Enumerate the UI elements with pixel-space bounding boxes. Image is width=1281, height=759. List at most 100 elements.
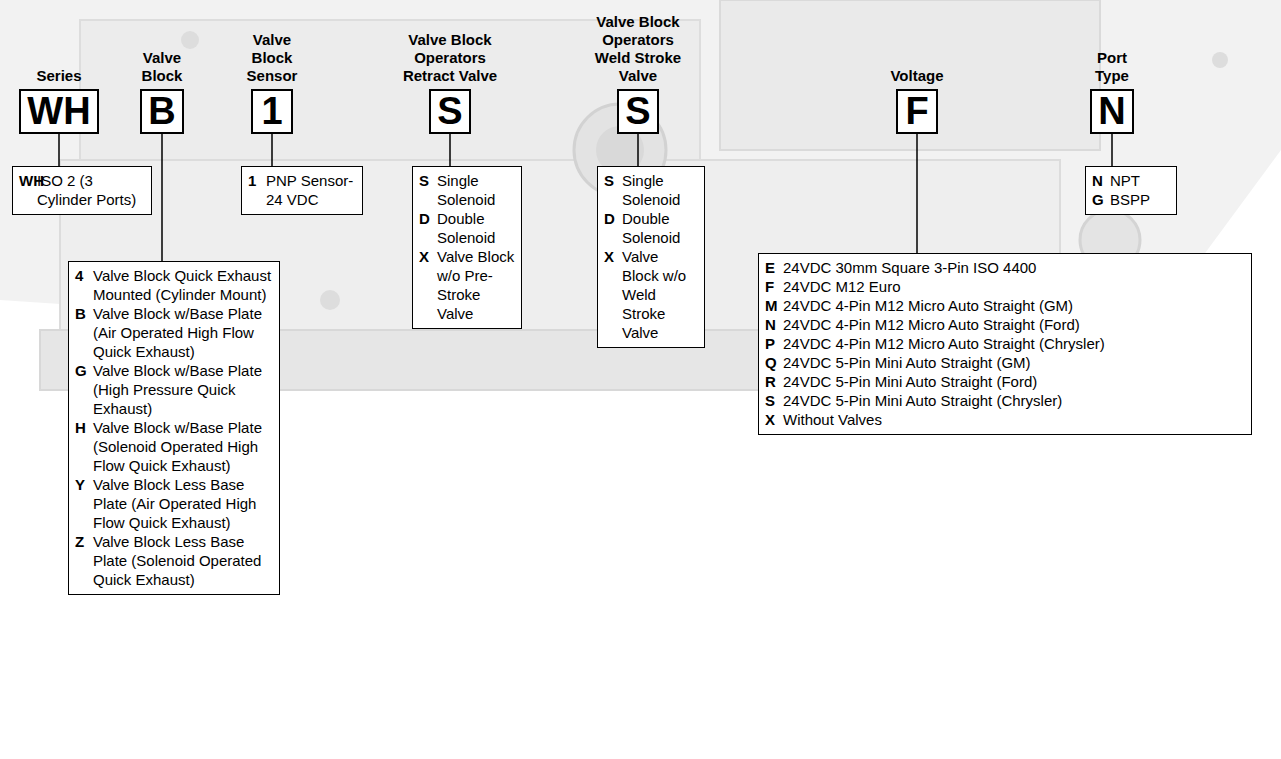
option-code: M <box>765 296 783 315</box>
option-description: Single Solenoid <box>437 171 515 209</box>
option-row: HValve Block w/Base Plate (Solenoid Oper… <box>75 418 273 475</box>
option-row: SSingle Solenoid <box>419 171 515 209</box>
leader-line <box>58 134 60 166</box>
code-box: SeriesWH <box>19 89 99 134</box>
option-row: Q24VDC 5-Pin Mini Auto Straight (GM) <box>765 353 1245 372</box>
option-code: 1 <box>248 171 266 209</box>
option-row: XValve Block w/o Pre-Stroke Valve <box>419 247 515 323</box>
option-box: E24VDC 30mm Square 3-Pin ISO 4400F24VDC … <box>758 253 1252 435</box>
code-letter: 1 <box>261 91 282 132</box>
option-row: N24VDC 4-Pin M12 Micro Auto Straight (Fo… <box>765 315 1245 334</box>
column-heading: Valve Block Operators Weld Stroke Valve <box>586 13 691 85</box>
option-description: Valve Block Less Base Plate (Air Operate… <box>93 475 273 532</box>
option-description: Double Solenoid <box>437 209 515 247</box>
option-row: XValve Block w/o Weld Stroke Valve <box>604 247 698 342</box>
code-box: Valve Block Sensor1 <box>251 89 293 134</box>
option-code: Z <box>75 532 93 589</box>
code-box: Valve Block Operators Retract ValveS <box>429 89 471 134</box>
code-letter: S <box>437 91 462 132</box>
option-row: P24VDC 4-Pin M12 Micro Auto Straight (Ch… <box>765 334 1245 353</box>
option-code: R <box>765 372 783 391</box>
column-heading: Series <box>24 67 94 85</box>
option-description: NPT <box>1110 171 1170 190</box>
option-description: ISO 2 (3 Cylinder Ports) <box>37 171 145 209</box>
option-description: Double Solenoid <box>622 209 698 247</box>
leader-line <box>271 134 273 166</box>
option-row: YValve Block Less Base Plate (Air Operat… <box>75 475 273 532</box>
option-row: GValve Block w/Base Plate (High Pressure… <box>75 361 273 418</box>
option-code: G <box>1092 190 1110 209</box>
option-code: X <box>765 410 783 429</box>
code-letter: B <box>148 91 175 132</box>
option-box: SSingle SolenoidDDouble SolenoidXValve B… <box>412 166 522 329</box>
option-description: 24VDC 4-Pin M12 Micro Auto Straight (GM) <box>783 296 1245 315</box>
option-code: S <box>604 171 622 209</box>
option-description: 24VDC 30mm Square 3-Pin ISO 4400 <box>783 258 1245 277</box>
option-description: Valve Block w/o Weld Stroke Valve <box>622 247 698 342</box>
code-box: Valve BlockB <box>140 89 184 134</box>
column-heading: Port Type <box>1082 49 1142 85</box>
code-letter: N <box>1098 91 1125 132</box>
leader-line <box>161 134 163 261</box>
option-box: NNPTGBSPP <box>1085 166 1177 215</box>
column-heading: Valve Block Operators Retract Valve <box>398 31 503 85</box>
option-description: Valve Block w/o Pre-Stroke Valve <box>437 247 515 323</box>
code-letter: F <box>905 91 928 132</box>
option-row: GBSPP <box>1092 190 1170 209</box>
option-code: X <box>604 247 622 342</box>
code-letter: WH <box>27 91 90 132</box>
option-description: Without Valves <box>783 410 1245 429</box>
leader-line <box>637 134 639 166</box>
option-row: M24VDC 4-Pin M12 Micro Auto Straight (GM… <box>765 296 1245 315</box>
option-row: F24VDC M12 Euro <box>765 277 1245 296</box>
leader-line <box>1111 134 1113 166</box>
option-row: 1PNP Sensor- 24 VDC <box>248 171 356 209</box>
option-description: Valve Block w/Base Plate (Air Operated H… <box>93 304 273 361</box>
option-code: Y <box>75 475 93 532</box>
option-code: N <box>765 315 783 334</box>
option-row: E24VDC 30mm Square 3-Pin ISO 4400 <box>765 258 1245 277</box>
option-row: ZValve Block Less Base Plate (Solenoid O… <box>75 532 273 589</box>
option-description: Valve Block w/Base Plate (High Pressure … <box>93 361 273 418</box>
option-row: BValve Block w/Base Plate (Air Operated … <box>75 304 273 361</box>
option-description: Valve Block Quick Exhaust Mounted (Cylin… <box>93 266 273 304</box>
option-code: 4 <box>75 266 93 304</box>
option-code: S <box>419 171 437 209</box>
option-description: Single Solenoid <box>622 171 698 209</box>
option-description: 24VDC M12 Euro <box>783 277 1245 296</box>
code-box: VoltageF <box>896 89 938 134</box>
option-description: Valve Block Less Base Plate (Solenoid Op… <box>93 532 273 589</box>
option-row: NNPT <box>1092 171 1170 190</box>
option-code: S <box>765 391 783 410</box>
option-code: G <box>75 361 93 418</box>
option-row: SSingle Solenoid <box>604 171 698 209</box>
option-code: WH <box>19 171 37 209</box>
option-code: N <box>1092 171 1110 190</box>
option-code: X <box>419 247 437 323</box>
option-description: 24VDC 5-Pin Mini Auto Straight (Ford) <box>783 372 1245 391</box>
option-description: 24VDC 5-Pin Mini Auto Straight (GM) <box>783 353 1245 372</box>
option-code: D <box>419 209 437 247</box>
option-box: SSingle SolenoidDDouble SolenoidXValve B… <box>597 166 705 348</box>
option-box: WHISO 2 (3 Cylinder Ports) <box>12 166 152 215</box>
option-description: PNP Sensor- 24 VDC <box>266 171 356 209</box>
option-description: 24VDC 5-Pin Mini Auto Straight (Chrysler… <box>783 391 1245 410</box>
option-row: R24VDC 5-Pin Mini Auto Straight (Ford) <box>765 372 1245 391</box>
option-code: H <box>75 418 93 475</box>
code-letter: S <box>625 91 650 132</box>
option-code: D <box>604 209 622 247</box>
option-description: 24VDC 4-Pin M12 Micro Auto Straight (For… <box>783 315 1245 334</box>
option-row: DDouble Solenoid <box>604 209 698 247</box>
option-description: 24VDC 4-Pin M12 Micro Auto Straight (Chr… <box>783 334 1245 353</box>
leader-line <box>449 134 451 166</box>
option-description: BSPP <box>1110 190 1170 209</box>
option-row: DDouble Solenoid <box>419 209 515 247</box>
column-heading: Valve Block <box>122 49 202 85</box>
option-code: F <box>765 277 783 296</box>
option-box: 1PNP Sensor- 24 VDC <box>241 166 363 215</box>
option-description: Valve Block w/Base Plate (Solenoid Opera… <box>93 418 273 475</box>
option-code: Q <box>765 353 783 372</box>
code-box: Port TypeN <box>1090 89 1134 134</box>
option-row: WHISO 2 (3 Cylinder Ports) <box>19 171 145 209</box>
